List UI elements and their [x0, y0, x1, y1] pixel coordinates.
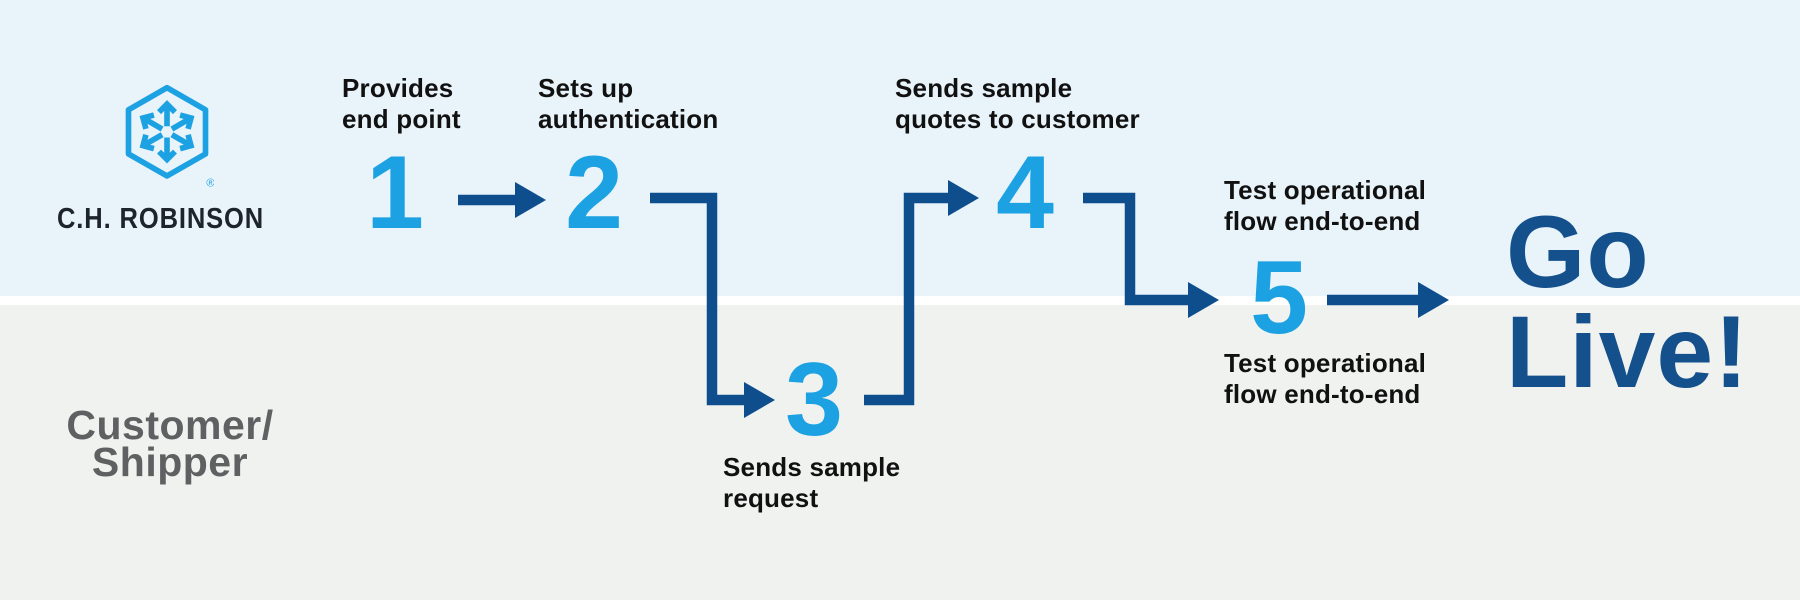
lane-customer-shipper [0, 305, 1800, 600]
registered-trademark-symbol: ® [206, 177, 214, 189]
connector-3-4 [864, 192, 950, 406]
connector-2-3 [650, 192, 746, 406]
step-5-label-bottom-line2: flow end-to-end [1224, 379, 1421, 409]
step-3-label: Sends sample request [723, 452, 900, 514]
chr-wordmark: C.H. ROBINSON [57, 203, 265, 235]
step-2-number: 2 [565, 135, 623, 251]
step-1-label-line1: Provides [342, 73, 454, 103]
step-5-number: 5 [1250, 240, 1308, 356]
lane-divider [0, 296, 1800, 305]
go-live-line1: Go [1506, 195, 1650, 309]
step-3-label-line2: request [723, 483, 819, 513]
step-4-label: Sends sample quotes to customer [895, 73, 1140, 135]
customer-lane-label: Customer/ Shipper [30, 405, 310, 483]
step-3-number: 3 [785, 342, 843, 458]
customer-lane-label-line2: Shipper [91, 439, 249, 485]
step-5-label-top-line1: Test operational [1224, 175, 1427, 205]
step-4-number: 4 [996, 135, 1054, 251]
arrowhead-5-golive [1418, 282, 1449, 318]
arrowhead-2-3 [744, 382, 775, 418]
connector-4-5 [1083, 192, 1190, 306]
step-2-label: Sets up authentication [538, 73, 718, 135]
step-1-number: 1 [366, 135, 424, 251]
arrowhead-3-4 [948, 180, 979, 216]
chr-hexagon-logo-icon: ® [125, 84, 214, 189]
step-2-label-line2: authentication [538, 104, 719, 134]
lane-ch-robinson [0, 0, 1800, 296]
step-3-label-line1: Sends sample [723, 452, 901, 482]
step-1-label: Provides end point [342, 73, 461, 135]
step-4-label-line1: Sends sample [895, 73, 1073, 103]
step-5-label-top-line2: flow end-to-end [1224, 206, 1421, 236]
step-5-label-bottom: Test operational flow end-to-end [1224, 348, 1426, 410]
step-5-label-top: Test operational flow end-to-end [1224, 175, 1426, 237]
step-4-label-line2: quotes to customer [895, 104, 1140, 134]
step-5-label-bottom-line1: Test operational [1224, 348, 1427, 378]
arrowhead-4-5 [1188, 282, 1219, 318]
go-live-line2: Live! [1506, 295, 1750, 409]
step-2-label-line1: Sets up [538, 73, 634, 103]
step-1-label-line2: end point [342, 104, 461, 134]
arrowhead-1-2 [515, 182, 546, 218]
customer-lane-label-line1: Customer/ [66, 402, 274, 448]
go-live-label: Go Live! [1506, 201, 1749, 403]
